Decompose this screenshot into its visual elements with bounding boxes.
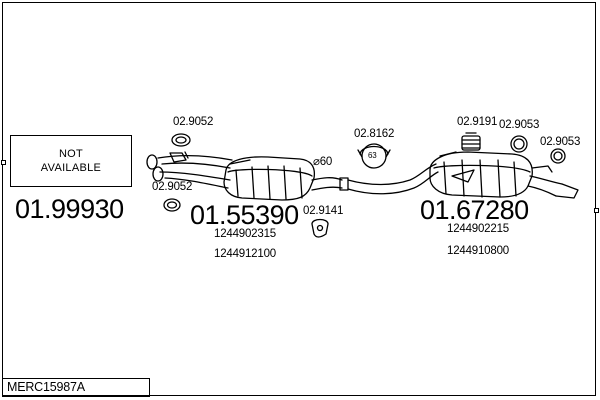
gasket-icon <box>163 198 181 212</box>
oem-number-front-2: 1244912100 <box>214 248 276 260</box>
not-available-line2: AVAILABLE <box>40 162 102 174</box>
clamp-size-label: 63 <box>368 151 377 160</box>
ring-icon <box>550 148 566 164</box>
assembly-number-rear-silencer: 01.67280 <box>420 195 529 225</box>
part-label-ring-2: 02.9053 <box>540 136 581 148</box>
gasket-icon <box>171 133 191 147</box>
diagram-frame <box>2 2 596 396</box>
front-pipe <box>146 151 233 189</box>
hanger-icon <box>311 218 329 238</box>
part-label-hanger: 02.9141 <box>303 205 344 217</box>
not-available-box: NOT AVAILABLE <box>10 135 132 187</box>
oem-number-front-1: 1244902315 <box>214 228 276 240</box>
part-label-gasket-top: 02.9052 <box>173 116 214 128</box>
ring-icon <box>510 135 528 153</box>
part-label-ring-1: 02.9053 <box>499 119 540 131</box>
assembly-number-front-pipe: 01.99930 <box>15 194 124 224</box>
pipe-diameter-label: ⌀60 <box>313 156 333 168</box>
assembly-number-front-silencer: 01.55390 <box>190 200 299 230</box>
rear-silencer <box>429 151 533 198</box>
system-code-box: MERC15987A <box>2 378 150 397</box>
clamp-icon <box>357 143 391 169</box>
part-label-clamp: 02.8162 <box>354 128 395 140</box>
right-edge-marker <box>594 208 599 213</box>
left-edge-marker <box>1 160 6 165</box>
part-label-rubber-mount: 02.9191 <box>457 116 498 128</box>
middle-pipe <box>311 163 439 195</box>
front-silencer <box>223 156 316 201</box>
not-available-line1: NOT <box>58 148 84 160</box>
rubber-mount-icon <box>461 132 481 151</box>
oem-number-rear-2: 1244910800 <box>447 245 509 257</box>
tailpipe <box>527 165 579 199</box>
part-label-gasket-bottom: 02.9052 <box>152 181 193 193</box>
oem-number-rear-1: 1244902215 <box>447 223 509 235</box>
